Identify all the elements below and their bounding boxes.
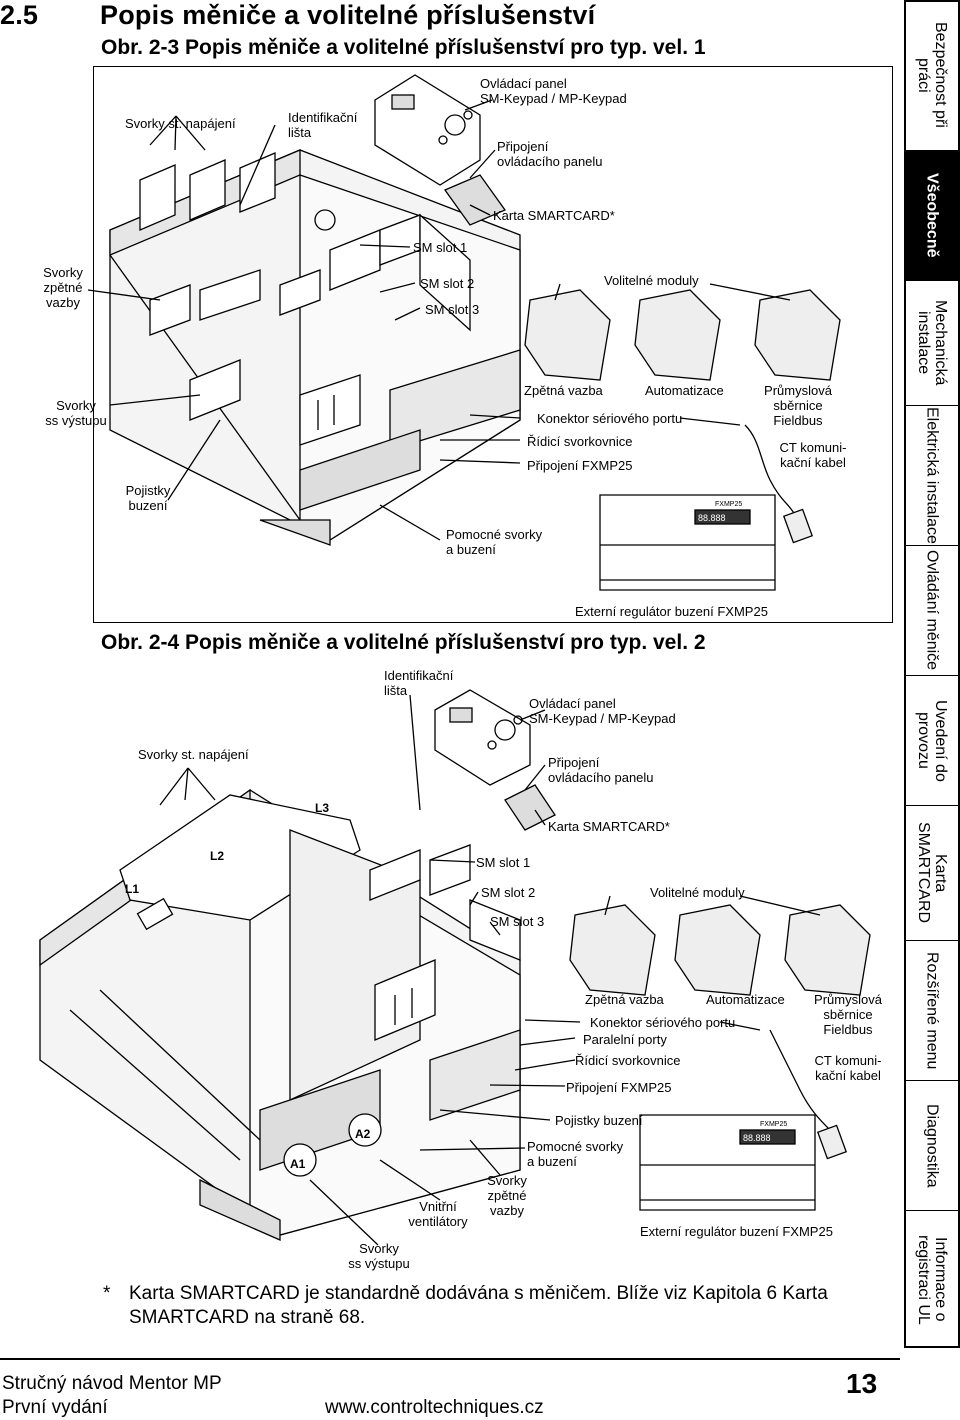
- sidebar-tab-label: Všeobecně: [923, 173, 941, 258]
- fig2-label-identifikacni-lista: Identifikační lišta: [384, 668, 454, 698]
- sidebar-tab-ovladani[interactable]: Ovládání měniče: [904, 545, 960, 675]
- section-number: 2.5: [0, 0, 39, 30]
- sidebar-tab-label: Karta SMARTCARD: [915, 822, 949, 924]
- sidebar-tab-label: Ovládání měniče: [923, 550, 941, 671]
- terminal-a2: A2: [355, 1127, 371, 1141]
- fxmp25-fig2: [639, 1114, 816, 1211]
- fig1-label-svorky-napajeni: Svorky st. napájení: [125, 116, 236, 131]
- sidebar-tab-label: Bezpečnost při práci: [915, 22, 949, 128]
- footnote-text: Karta SMARTCARD je standardně dodávána s…: [129, 1283, 828, 1328]
- footnote-star: *: [103, 1283, 111, 1304]
- fig1-label-automatizace: Automatizace: [645, 383, 724, 398]
- fig1-label-pojistky-buzeni: Pojistky buzení: [125, 483, 171, 513]
- sidebar-tab-ul[interactable]: Informace o registraci UL: [904, 1210, 960, 1348]
- sidebar-tab-label: Uvedení do provozu: [915, 699, 949, 782]
- fig1-label-svorky-zpetne-vazby: Svorky zpětné vazby: [43, 265, 83, 310]
- fig2-label-svorky-zpetne-vazby: Svorky zpětné vazby: [487, 1173, 527, 1218]
- footnote: * Karta SMARTCARD je standardně dodávána…: [103, 1282, 893, 1330]
- fig1-label-svorky-ss-vystupu: Svorky ss výstupu: [45, 398, 107, 428]
- sidebar-tab-label: Elektrická instalace: [923, 407, 941, 544]
- fig2-label-sm-slot1: SM slot 1: [476, 855, 531, 870]
- sidebar-tab-mechanicka[interactable]: Mechanická instalace: [904, 280, 960, 405]
- fig1-label-pripojeni-fxmp25: Připojení FXMP25: [527, 458, 633, 473]
- fig2-label-sm-slot2: SM slot 2: [481, 885, 536, 900]
- fig2-label-pripojeni-panelu: Připojení ovládacího panelu: [548, 755, 654, 785]
- fig2-label-svorky-ss-vystupu: Svorky ss výstupu: [348, 1241, 410, 1271]
- terminal-l1: L1: [125, 882, 139, 896]
- fig2-label-karta-smartcard: Karta SMARTCARD*: [548, 819, 670, 834]
- page-number: 13: [846, 1368, 878, 1399]
- fig2-label-ovladaci-panel: Ovládací panel SM-Keypad / MP-Keypad: [529, 696, 676, 726]
- sidebar-tab-vseobecne[interactable]: Všeobecně: [904, 150, 960, 280]
- fig2-label-automatizace: Automatizace: [706, 992, 785, 1007]
- terminal-a1: A1: [290, 1157, 306, 1171]
- fxmp25-tag-fig1: FXMP25: [715, 501, 742, 508]
- fxmp25-fig1: [599, 494, 776, 591]
- fig1-label-pripojeni-panelu: Připojení ovládacího panelu: [497, 139, 603, 169]
- sidebar-tab-diagnostika[interactable]: Diagnostika: [904, 1080, 960, 1210]
- footer-doc-title: Stručný návod Mentor MP: [2, 1373, 222, 1394]
- fig2-label-pojistky-buzeni: Pojistky buzení: [555, 1113, 643, 1128]
- drive-body-fig2: [39, 788, 521, 1241]
- figure2-title: Obr. 2-4 Popis měniče a volitelné příslu…: [101, 631, 706, 654]
- fig1-label-sm-slot1: SM slot 1: [413, 240, 468, 255]
- sidebar-tab-label: Mechanická instalace: [915, 300, 949, 386]
- terminal-l3: L3: [315, 801, 329, 815]
- fig1-label-identifikacni-lista: Identifikační lišta: [288, 110, 358, 140]
- chapter-sidebar: Bezpečnost při práci Všeobecně Mechanick…: [904, 0, 960, 1348]
- fig1-label-sm-slot3: SM slot 3: [425, 302, 480, 317]
- fig2-label-volitelne-moduly: Volitelné moduly: [650, 885, 745, 900]
- sidebar-tab-rozsirene[interactable]: Rozšířené menu: [904, 940, 960, 1080]
- fig1-label-ridici-svorkovnice: Řídicí svorkovnice: [527, 434, 633, 449]
- fig2-label-vnitrni-ventilatory: Vnitřní ventilátory: [408, 1199, 468, 1229]
- fig1-label-externi-regulator: Externí regulátor buzení FXMP25: [575, 604, 768, 619]
- sidebar-tab-label: Informace o registraci UL: [915, 1234, 949, 1325]
- fig2-label-sm-slot3: SM slot 3: [490, 914, 545, 929]
- drive-body-fig1: [109, 149, 521, 546]
- fig2-label-svorky-napajeni: Svorky st. napájení: [138, 747, 249, 762]
- figure1-frame: [93, 66, 893, 623]
- sidebar-tab-elektricka[interactable]: Elektrická instalace: [904, 405, 960, 545]
- terminal-l2: L2: [210, 849, 224, 863]
- figure1-title: Obr. 2-3 Popis měniče a volitelné příslu…: [101, 36, 706, 59]
- fxmp25-tag-fig2: FXMP25: [760, 1121, 787, 1128]
- fig2-label-ridici-svorkovnice: Řídicí svorkovnice: [575, 1053, 681, 1068]
- option-modules-fig2: [569, 904, 871, 996]
- fig2-label-pomocne-svorky: Pomocné svorky a buzení: [527, 1139, 624, 1169]
- fig1-label-ovladaci-panel: Ovládací panel SM-Keypad / MP-Keypad: [480, 76, 627, 106]
- fig1-label-konektor-serioveho: Konektor sériového portu: [537, 411, 683, 426]
- fig1-label-ct-kabel: CT komuni- kační kabel: [779, 440, 847, 470]
- section-title: Popis měniče a volitelné příslušenství: [100, 0, 596, 30]
- fxmp25-display-fig2: 88.888: [743, 1133, 771, 1143]
- fig2-label-externi-regulator: Externí regulátor buzení FXMP25: [640, 1224, 833, 1239]
- fig2-label-paralelni-porty: Paralelní porty: [583, 1032, 667, 1047]
- footer-rule: [0, 1358, 900, 1360]
- fxmp25-display-fig1: 88.888: [698, 513, 726, 523]
- fig2-label-prumyslova-sbernice: Průmyslová sběrnice Fieldbus: [814, 992, 882, 1037]
- footer-website[interactable]: www.controltechniques.cz: [325, 1397, 544, 1418]
- sidebar-tab-bezpecnost[interactable]: Bezpečnost při práci: [904, 0, 960, 150]
- sidebar-tab-label: Diagnostika: [923, 1103, 941, 1188]
- fig1-label-sm-slot2: SM slot 2: [420, 276, 475, 291]
- fig2-label-konektor-serioveho: Konektor sériového portu: [590, 1015, 736, 1030]
- fig1-label-prumyslova-sbernice: Průmyslová sběrnice Fieldbus: [764, 383, 832, 428]
- fig2-label-zpetna-vazba: Zpětná vazba: [585, 992, 664, 1007]
- fig1-label-karta-smartcard: Karta SMARTCARD*: [493, 208, 615, 223]
- keypad-fig2: [434, 689, 531, 786]
- fig2-label-pripojeni-fxmp25: Připojení FXMP25: [566, 1080, 672, 1095]
- smartcard-fig1: [444, 174, 506, 226]
- option-modules-fig1: [524, 289, 841, 381]
- fig1-label-zpetna-vazba: Zpětná vazba: [524, 383, 603, 398]
- section-heading: 2.5 Popis měniče a volitelné příslušenstv…: [0, 0, 595, 31]
- fig1-label-pomocne-svorky: Pomocné svorky a buzení: [446, 527, 543, 557]
- keypad-fig1: [374, 74, 481, 186]
- sidebar-tab-uvedeni[interactable]: Uvedení do provozu: [904, 675, 960, 805]
- sidebar-tab-label: Rozšířené menu: [923, 951, 941, 1070]
- ct-cable-fig1: [744, 424, 796, 516]
- sidebar-tab-smartcard[interactable]: Karta SMARTCARD: [904, 805, 960, 940]
- footer-edition: První vydání: [2, 1397, 108, 1418]
- fig2-label-ct-kabel: CT komuni- kační kabel: [814, 1053, 882, 1083]
- fig1-label-volitelne-moduly: Volitelné moduly: [604, 273, 699, 288]
